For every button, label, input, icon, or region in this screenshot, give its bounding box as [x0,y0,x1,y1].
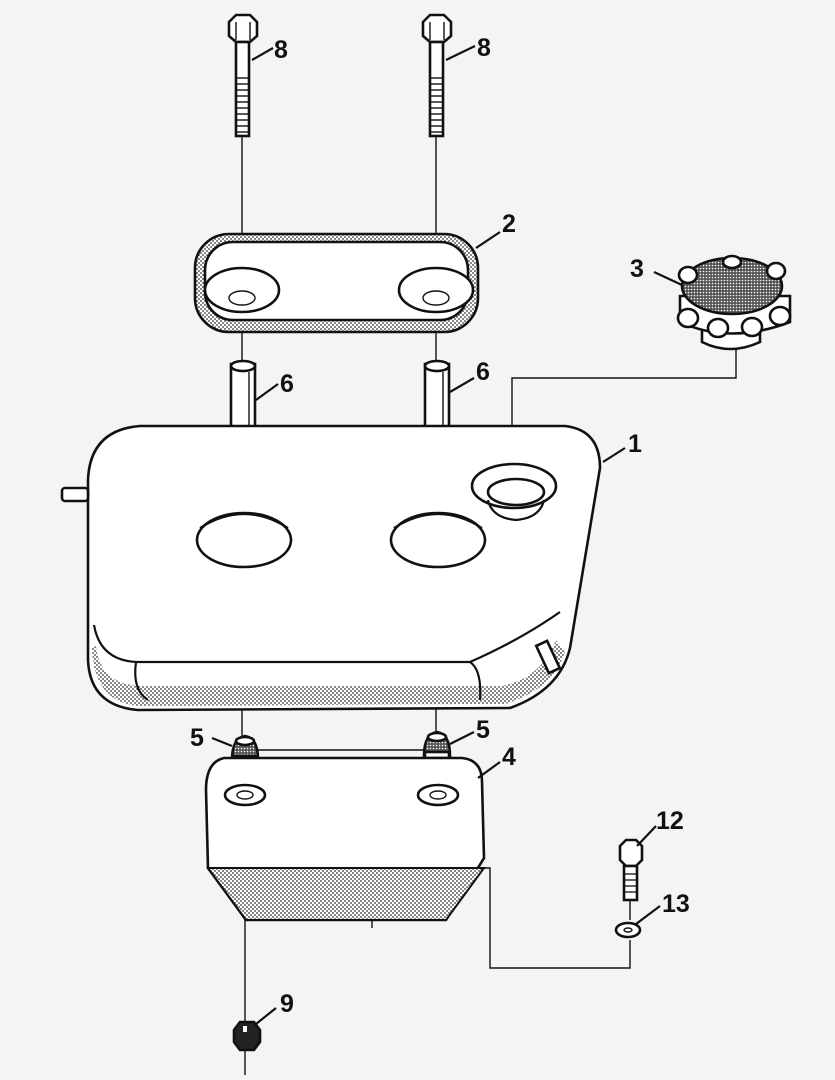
callout-labels: 8 8 2 3 6 6 1 5 5 4 12 13 9 [190,34,690,1018]
grommet-right [422,730,452,760]
callout-screw: 12 [656,807,684,835]
nut [232,1020,262,1052]
filler-cap [676,254,792,351]
tank [60,424,602,712]
callout-filler-cap: 3 [630,255,644,283]
bolt-right [421,13,453,138]
callout-washer: 13 [662,890,690,918]
callout-bolt-right: 8 [477,34,491,62]
callout-spacer-left: 6 [280,370,294,398]
top-plate [193,232,480,334]
tray [204,756,486,922]
callout-top-plate: 2 [502,210,516,238]
screw [618,838,644,902]
callout-grommet-left: 5 [190,724,204,752]
callout-spacer-right: 6 [476,358,490,386]
callout-nut: 9 [280,990,294,1018]
callout-tray: 4 [502,743,516,771]
callout-grommet-right: 5 [476,716,490,744]
callout-bolt-left: 8 [274,36,288,64]
leader-lines [211,45,683,1025]
bolt-left [227,13,259,138]
callout-tank: 1 [628,430,642,458]
washer [614,921,642,939]
